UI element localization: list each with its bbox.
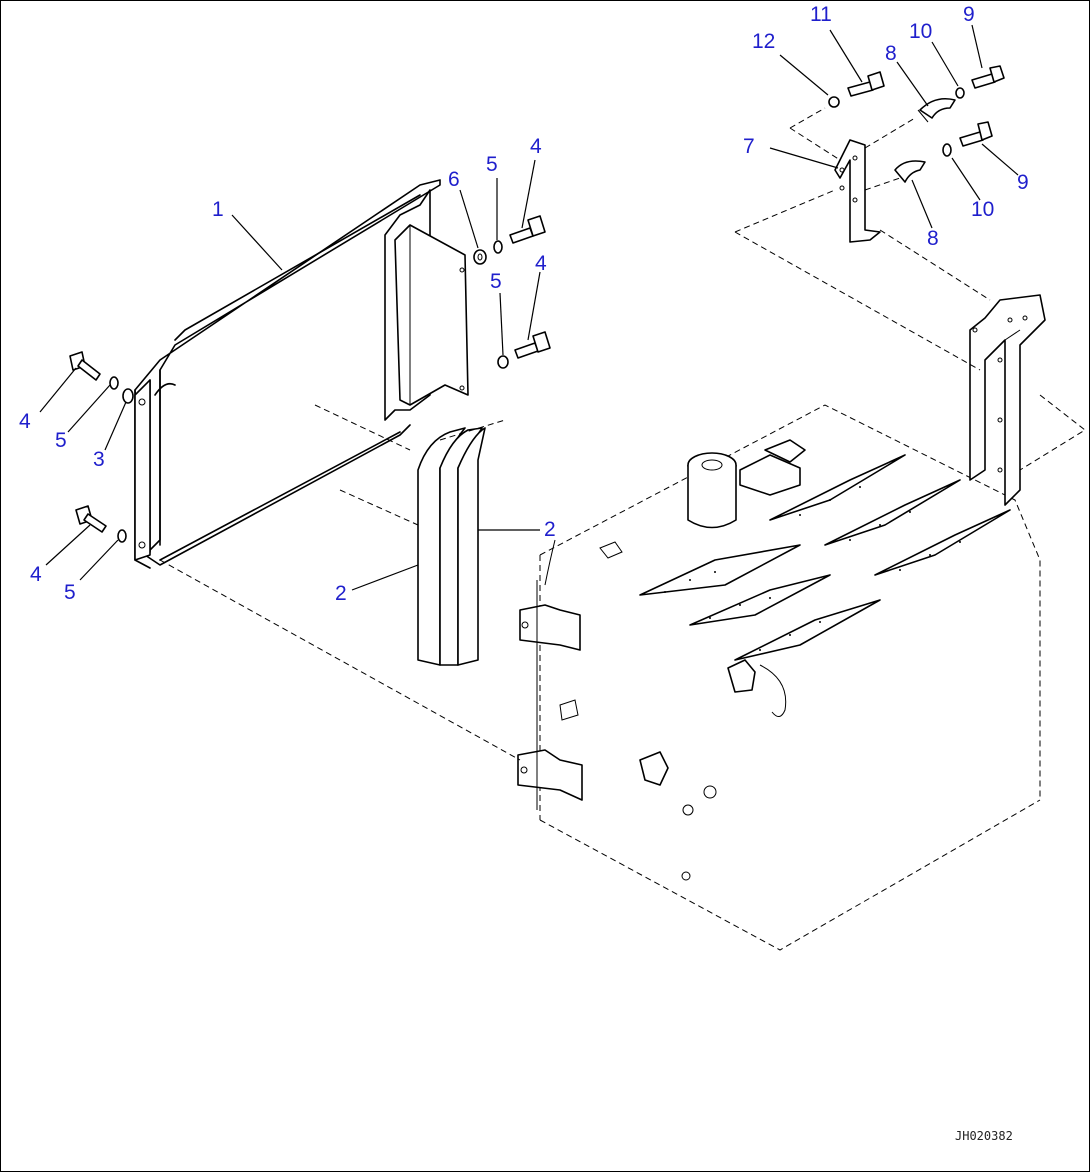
bolt-4-mid-right xyxy=(514,331,551,359)
bolt-9-lower xyxy=(959,121,993,147)
callout-5-top-left: 5 xyxy=(55,429,67,452)
washer-6 xyxy=(473,249,487,265)
clamp-8-upper xyxy=(917,97,956,123)
callout-9-lower: 9 xyxy=(1017,171,1029,194)
washer-10-lower xyxy=(942,143,952,157)
callout-1: 1 xyxy=(212,198,224,221)
tank-hinge-lower xyxy=(517,749,583,801)
callout-10-upper: 10 xyxy=(909,20,932,43)
callout-2-lower: 2 xyxy=(335,582,347,605)
callout-5-bottom-left: 5 xyxy=(64,581,76,604)
bolt-11 xyxy=(847,71,885,97)
callout-5-mid-right: 5 xyxy=(490,270,502,293)
anti-slip-plates xyxy=(639,454,1011,661)
washer-10-upper xyxy=(955,87,965,99)
washer-5-bottom-left xyxy=(117,529,127,543)
bolt-4-bottom-left xyxy=(75,505,107,533)
callout-4-top-right: 4 xyxy=(530,135,542,158)
washer-5-mid-right xyxy=(497,355,509,369)
callout-8-lower: 8 xyxy=(927,227,939,250)
callout-6: 6 xyxy=(448,168,460,191)
callout-labels: 1 2 2 3 4 4 4 4 5 5 5 5 6 7 8 8 9 9 10 1… xyxy=(19,3,1029,605)
bolt-9-upper xyxy=(971,65,1005,89)
cover-bracket-7 xyxy=(834,139,881,243)
filler-cap xyxy=(687,452,737,529)
callout-9-upper: 9 xyxy=(963,3,975,26)
fuel-tank xyxy=(517,404,1041,951)
callout-2-upper: 2 xyxy=(544,518,556,541)
drawing-code: JH020382 xyxy=(955,1129,1013,1143)
callout-12: 12 xyxy=(752,30,775,53)
leader-lines xyxy=(39,24,1019,591)
callout-7: 7 xyxy=(743,135,755,158)
callout-4-bottom-left: 4 xyxy=(30,563,42,586)
seal-2-rear xyxy=(439,427,486,666)
bolt-4-top-left xyxy=(69,351,101,381)
callout-4-mid-right: 4 xyxy=(535,252,547,275)
callout-10-lower: 10 xyxy=(971,198,994,221)
callout-11: 11 xyxy=(810,3,832,26)
mounting-bracket-right xyxy=(969,294,1046,506)
washer-12 xyxy=(828,96,840,108)
spacer-3 xyxy=(122,388,134,404)
callout-5-top-right: 5 xyxy=(486,153,498,176)
tank-hinge-upper xyxy=(519,604,581,651)
clamp-8-lower xyxy=(894,160,926,183)
washer-5-top-left xyxy=(109,376,119,390)
washer-5-top-right xyxy=(493,240,503,254)
callout-8-upper: 8 xyxy=(885,42,897,65)
bolt-4-top-right xyxy=(509,215,546,244)
cover-frame-1 xyxy=(134,179,469,569)
callout-3: 3 xyxy=(93,448,105,471)
callout-4-top-left: 4 xyxy=(19,410,31,433)
